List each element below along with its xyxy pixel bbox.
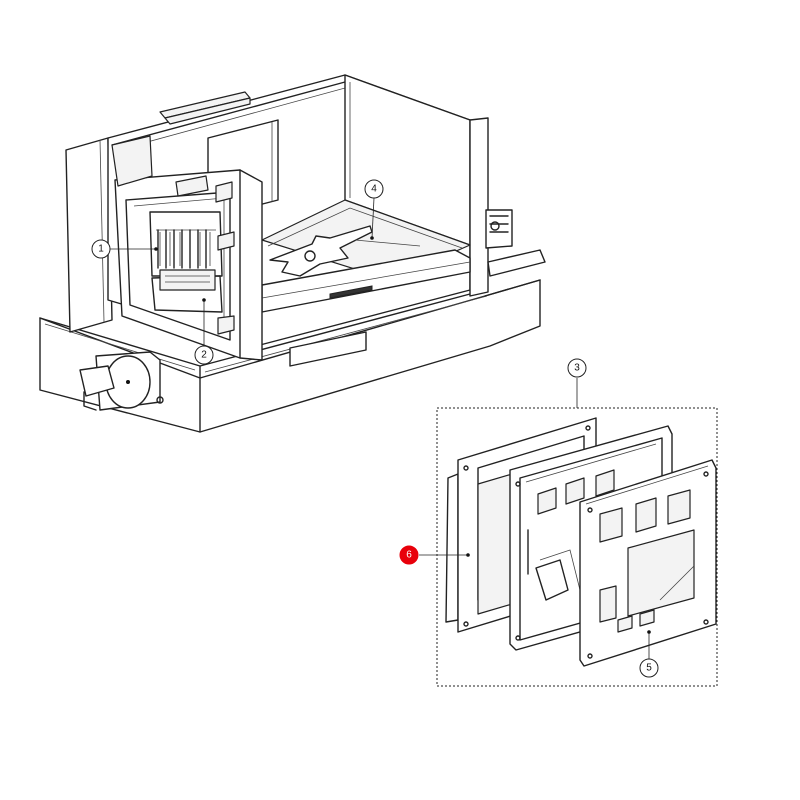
callout-2[interactable]: 2 <box>194 345 214 365</box>
svg-text:2: 2 <box>201 350 207 361</box>
svg-text:5: 5 <box>646 663 652 674</box>
callout-1[interactable]: 1 <box>91 239 111 259</box>
svg-text:4: 4 <box>371 184 377 195</box>
svg-text:6: 6 <box>406 550 412 561</box>
svg-text:1: 1 <box>98 244 104 255</box>
burner-assembly <box>39 74 546 433</box>
door-kit-group <box>436 407 718 687</box>
rear-flange <box>445 473 459 623</box>
callout-5[interactable]: 5 <box>639 658 659 678</box>
callout-3[interactable]: 3 <box>567 358 587 378</box>
callout-4[interactable]: 4 <box>364 179 384 199</box>
callout-6[interactable]: 6 <box>399 545 419 565</box>
svg-text:3: 3 <box>574 363 580 374</box>
leader-lines <box>110 197 651 659</box>
